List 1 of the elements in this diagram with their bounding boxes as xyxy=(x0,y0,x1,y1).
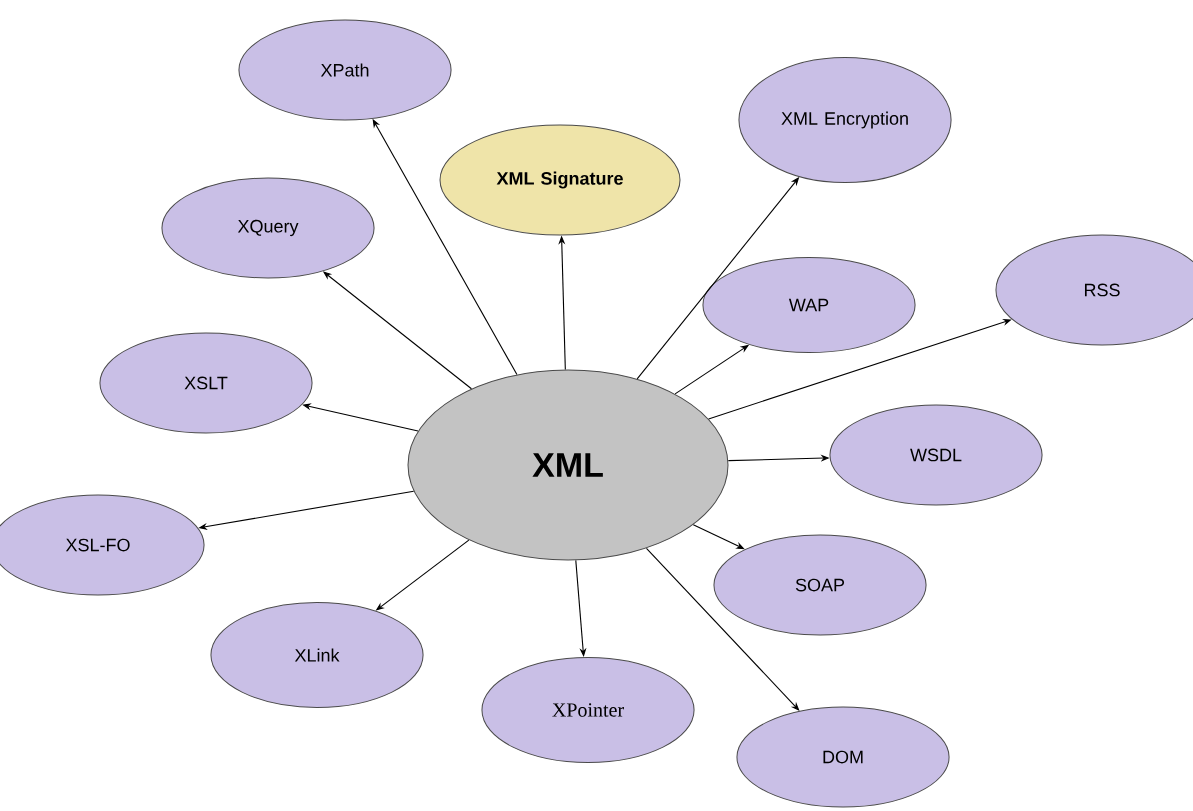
arrow xyxy=(645,547,800,711)
